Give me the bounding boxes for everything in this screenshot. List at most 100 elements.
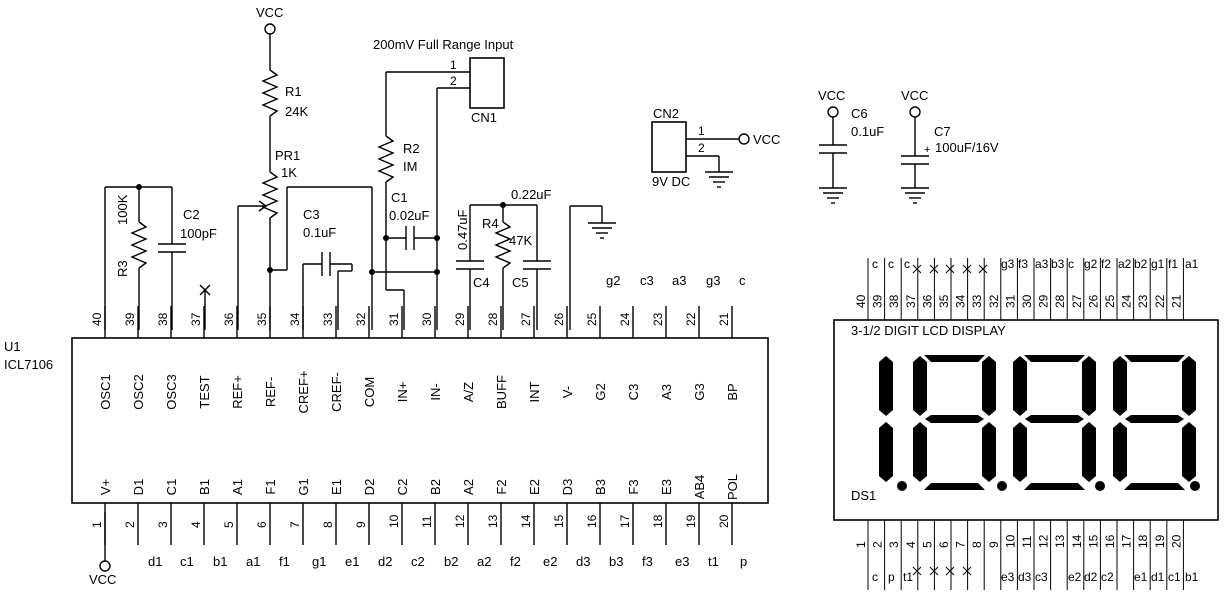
- c6-ref: C6: [851, 106, 868, 121]
- segment-f4: [1113, 356, 1127, 416]
- c7-polarity: +: [924, 144, 930, 156]
- ic-pin-11-name: B2: [428, 479, 443, 495]
- lcd-bottom-pin-13: 13: [1053, 534, 1067, 548]
- ic-pin-4-number: 4: [189, 521, 203, 528]
- net-label-g1: g1: [312, 554, 326, 569]
- ic-pin-35-number: 35: [255, 312, 269, 326]
- decimal-point-2: [997, 481, 1007, 491]
- net-label-f1: f1: [279, 554, 290, 569]
- ic-pin-35-name: REF-: [263, 377, 278, 407]
- icl7106-ic: U1 ICL7106 40OSC139OSC238OSC337TEST36REF…: [4, 273, 769, 587]
- vcc-terminal-c6: [827, 106, 839, 118]
- segment-c4: [1182, 422, 1196, 482]
- lcd-top-pin-34: 34: [954, 294, 968, 308]
- ic-pin-2-name: D1: [131, 479, 146, 496]
- resistor-r4: [494, 221, 512, 269]
- lcd-top-pin-33: 33: [970, 294, 984, 308]
- net-label-c3: c3: [640, 273, 654, 288]
- net-label-a3: a3: [672, 273, 686, 288]
- lcd-top-pin-22: 22: [1153, 294, 1167, 308]
- lcd-ref: DS1: [851, 488, 876, 503]
- ic-pin-8-name: E1: [329, 479, 344, 495]
- lcd-bnet-e1: e1: [1134, 570, 1148, 584]
- segment-b4: [1182, 356, 1196, 416]
- ic-pin-40-number: 40: [90, 312, 104, 326]
- segment-g2: [925, 415, 984, 423]
- ic-pin-27-number: 27: [519, 312, 533, 326]
- ic-pin-34-number: 34: [288, 312, 302, 326]
- net-label-b3: b3: [609, 554, 623, 569]
- segment-d3: [1024, 483, 1085, 490]
- c7-ref: C7: [934, 124, 951, 139]
- c4-value: 0.47uF: [455, 209, 470, 250]
- net-label-f3: f3: [642, 554, 653, 569]
- cn1-pin1-num: 1: [450, 58, 457, 72]
- ic-pin-13-name: F2: [494, 479, 509, 494]
- segment-g4: [1125, 415, 1184, 423]
- ic-pin-8-number: 8: [321, 521, 335, 528]
- net-label-e1: e1: [345, 554, 359, 569]
- lcd-net-b3: b3: [1051, 257, 1065, 271]
- resistor-r2: [377, 135, 395, 183]
- ic-top-net-labels: g2 c3 a3 g3 c: [606, 273, 746, 288]
- lcd-net-f3: f3: [1018, 257, 1028, 271]
- c1-value: 0.02uF: [389, 208, 430, 223]
- ic-pin-11-number: 11: [420, 515, 434, 528]
- c5-ref: C5: [512, 275, 529, 290]
- lcd-top-no-connects: [912, 264, 988, 274]
- lcd-bnet-c3: c3: [1035, 570, 1048, 584]
- ic-pin-10-name: C2: [395, 479, 410, 496]
- lcd-bottom-pin-10: 10: [1003, 534, 1017, 548]
- ic-pin-24-name: C3: [626, 384, 641, 401]
- ic-pin-29-name: A/Z: [461, 382, 476, 402]
- lcd-net-f1: f1: [1168, 257, 1178, 271]
- lcd-top-pin-28: 28: [1053, 294, 1067, 308]
- segment-a4: [1124, 355, 1185, 362]
- net-label-e3: e3: [675, 554, 689, 569]
- ic-pin-15-name: D3: [560, 479, 575, 496]
- lcd-top-pin-32: 32: [987, 294, 1001, 308]
- ic-pin-25-number: 25: [585, 312, 599, 326]
- ic-pin-9-name: D2: [362, 479, 377, 496]
- lcd-digit-3: [1013, 355, 1105, 491]
- c4-ref: C4: [473, 275, 490, 290]
- vcc-label-r1: VCC: [256, 5, 283, 20]
- ic-pin-16-number: 16: [585, 514, 599, 528]
- r2-value: IM: [403, 159, 417, 174]
- segment-g3: [1025, 415, 1084, 423]
- ic-pin-28-name: BUFF: [494, 375, 509, 409]
- pr1-value: 1K: [281, 165, 297, 180]
- lcd-bottom-pin-2: 2: [871, 541, 885, 548]
- cn2-pin2-num: 2: [698, 141, 705, 155]
- ic-pin-39-number: 39: [123, 312, 137, 326]
- net-label-b1: b1: [213, 554, 227, 569]
- lcd-digit-4: [1113, 355, 1200, 491]
- lcd-top-pin-25: 25: [1103, 294, 1117, 308]
- connector-cn1: [469, 57, 505, 109]
- lcd-bottom-net-labels: c p t1 e3 d3 c3 e2 d2 c2 e1 d1 c1 b1: [872, 570, 1199, 584]
- cn1-ref: CN1: [471, 110, 497, 125]
- lcd-top-pin-31: 31: [1003, 294, 1017, 308]
- lcd-bottom-pin-7: 7: [954, 541, 968, 548]
- lcd-title: 3-1/2 DIGIT LCD DISPLAY: [851, 323, 1006, 338]
- ic-pin-30-number: 30: [420, 312, 434, 326]
- vcc-terminal-r1: [264, 23, 276, 35]
- ic-pin-7-name: G1: [296, 478, 311, 495]
- ic-pin-25-name: G2: [593, 383, 608, 400]
- lcd-bottom-pin-18: 18: [1136, 534, 1150, 548]
- lcd-net-a2: a2: [1118, 257, 1132, 271]
- lcd-bottom-pin-4: 4: [904, 541, 918, 548]
- cn2-ref: CN2: [653, 106, 679, 121]
- lcd-top-pin-26: 26: [1086, 294, 1100, 308]
- lcd-top-pin-37: 37: [904, 294, 918, 308]
- ic-pin-14-number: 14: [519, 514, 533, 528]
- ic-pin-39-name: OSC2: [131, 374, 146, 409]
- ic-pin-6-number: 6: [255, 521, 269, 528]
- ic-pin-13-number: 13: [486, 514, 500, 528]
- c6-value: 0.1uF: [851, 124, 884, 139]
- segment-a2: [924, 355, 985, 362]
- segment-f2: [913, 356, 927, 416]
- ic-ref-label: U1: [4, 339, 21, 354]
- ic-pin-21-number: 21: [717, 312, 731, 326]
